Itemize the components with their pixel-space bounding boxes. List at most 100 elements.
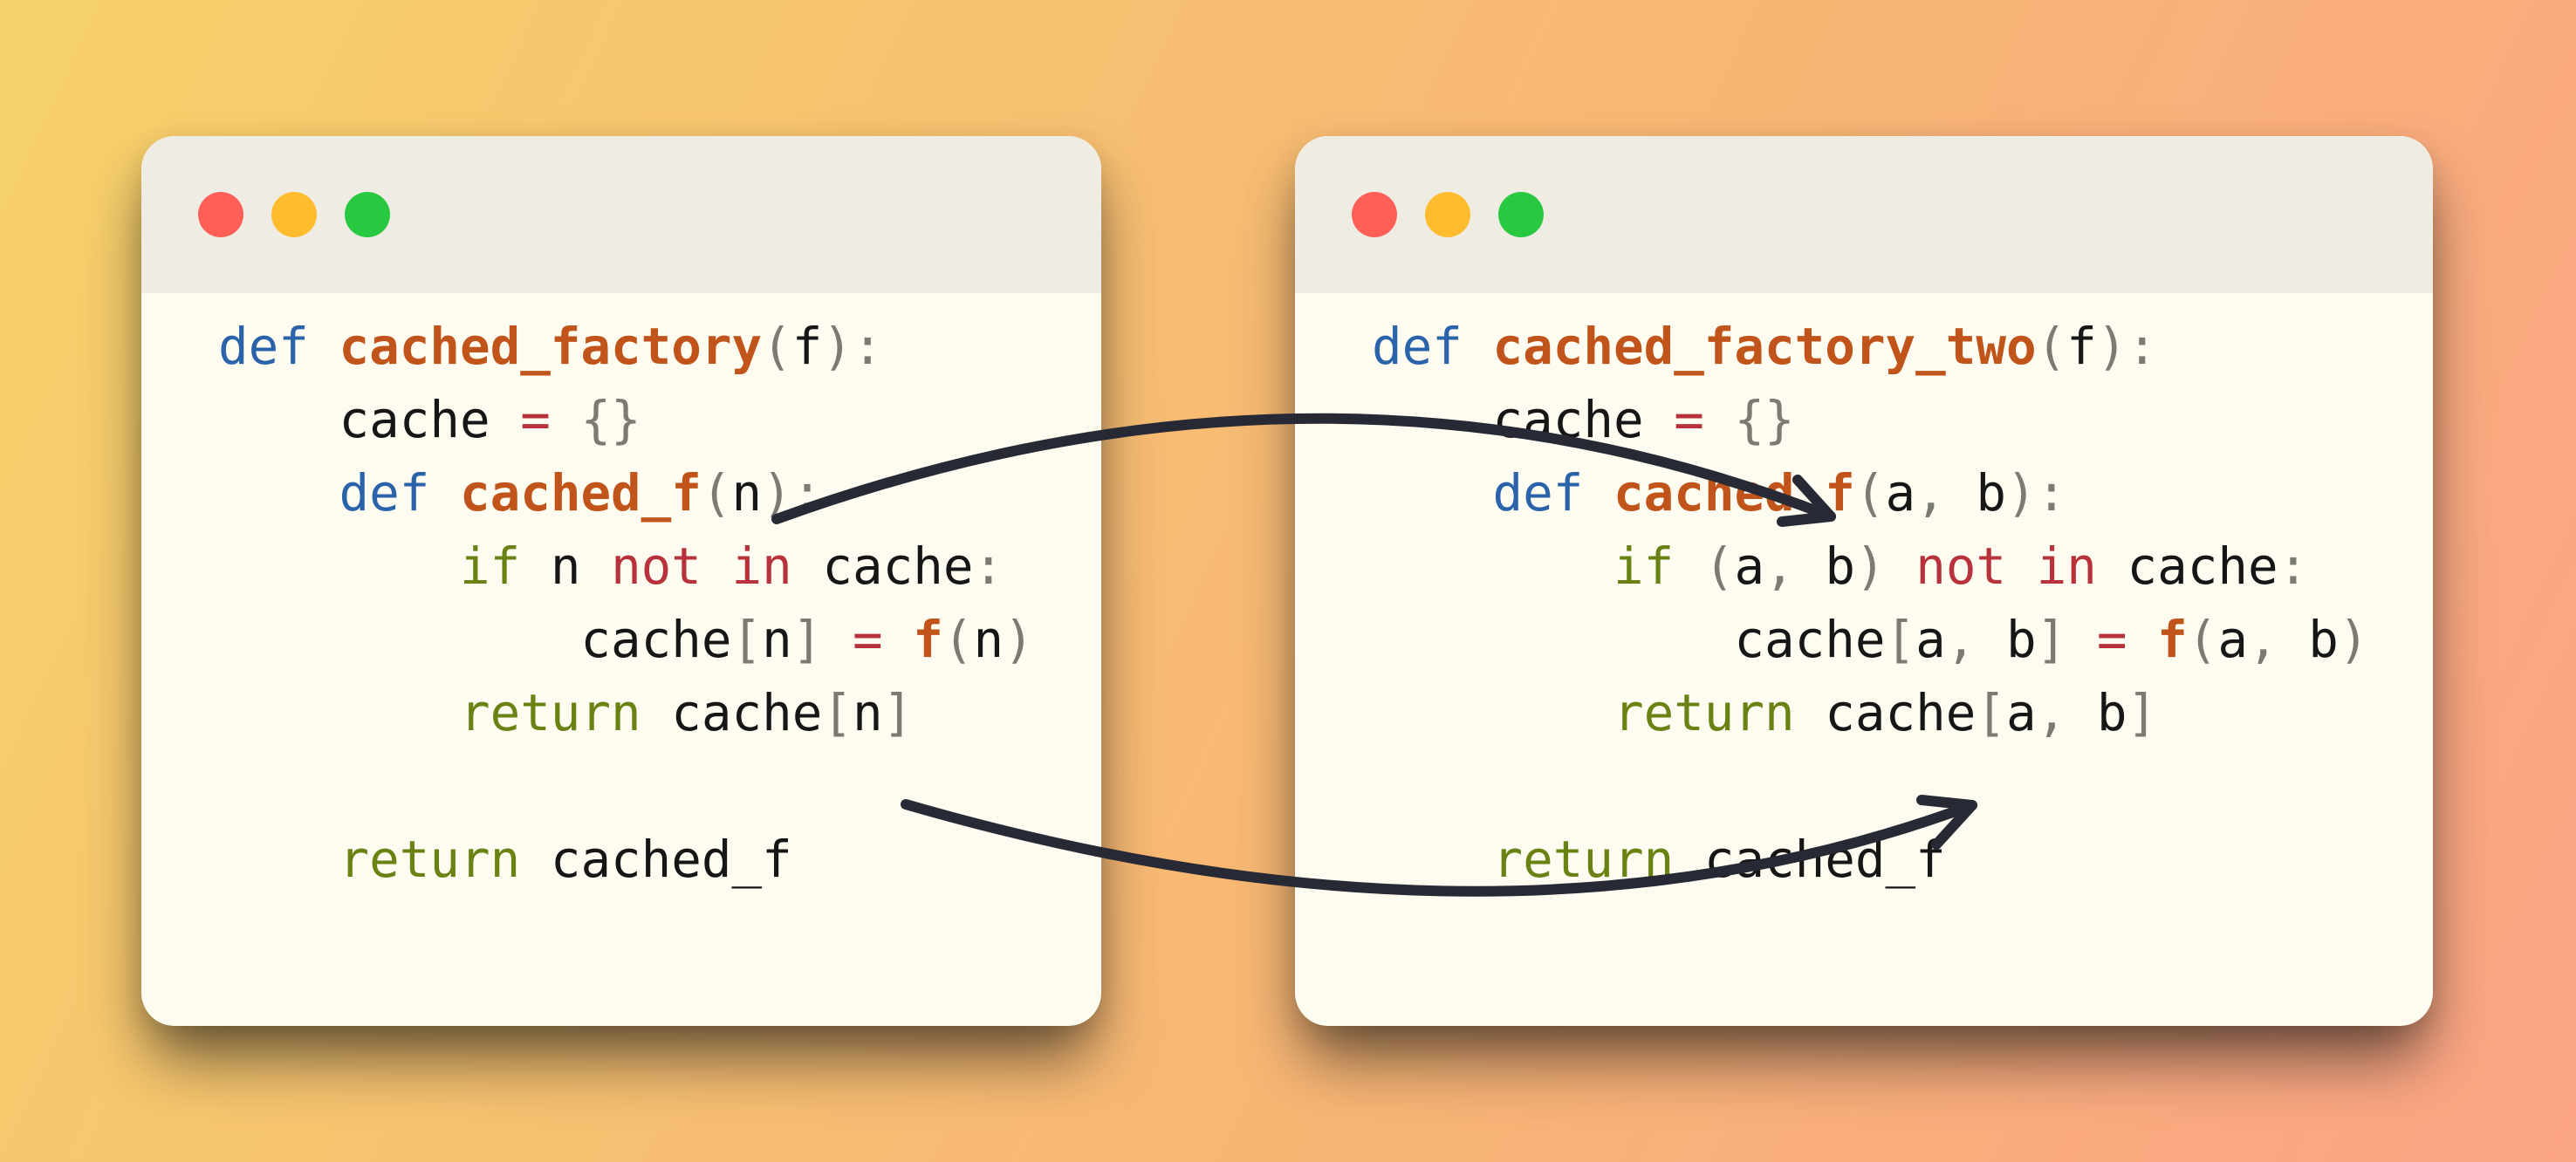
code-token-punc: {} bbox=[1734, 391, 1795, 449]
code-token-text bbox=[218, 757, 249, 816]
code-token-text bbox=[1372, 537, 1613, 596]
code-token-text: cache bbox=[791, 537, 974, 596]
code-token-text: cache bbox=[1372, 391, 1675, 449]
code-line: def cached_factory(f): bbox=[218, 311, 1101, 384]
code-token-kw: return bbox=[1492, 830, 1675, 889]
code-token-text: a bbox=[1885, 464, 1916, 523]
code-token-punc: [ bbox=[1976, 684, 2007, 742]
code-token-kw: return bbox=[459, 684, 641, 742]
code-token-fn: cached_factory_two bbox=[1492, 318, 2037, 376]
code-token-punc: , bbox=[1764, 537, 1795, 596]
code-token-op: = bbox=[2096, 611, 2127, 669]
code-line bbox=[218, 750, 1101, 824]
code-token-text bbox=[1372, 830, 1492, 889]
code-token-punc: ] bbox=[882, 684, 914, 742]
code-token-text: cache bbox=[641, 684, 823, 742]
code-token-text: a bbox=[1915, 611, 1946, 669]
code-token-text: b bbox=[1794, 537, 1855, 596]
code-token-text: n bbox=[973, 611, 1004, 669]
code-token-punc: [ bbox=[731, 611, 763, 669]
code-token-text bbox=[1674, 537, 1704, 596]
code-token-fn: cached_factory bbox=[339, 318, 763, 376]
code-token-kw-def: def bbox=[339, 464, 430, 523]
maximize-button[interactable] bbox=[1498, 192, 1544, 237]
code-token-punc: ( bbox=[2187, 611, 2218, 669]
code-token-text bbox=[218, 684, 460, 742]
code-token-text bbox=[218, 830, 339, 889]
close-button[interactable] bbox=[198, 192, 243, 237]
code-token-kw-def: def bbox=[1372, 318, 1463, 376]
code-token-fn: cached_f bbox=[459, 464, 702, 523]
code-block: def cached_factory_two(f): cache = {} de… bbox=[1372, 311, 2433, 897]
minimize-button[interactable] bbox=[1425, 192, 1470, 237]
code-token-punc: ) bbox=[1854, 537, 1886, 596]
code-token-text bbox=[1583, 464, 1613, 523]
code-line: cache = {} bbox=[218, 384, 1101, 457]
code-token-punc: ( bbox=[2036, 318, 2067, 376]
code-token-fn: cached_f bbox=[1613, 464, 1855, 523]
code-token-punc: ( bbox=[1854, 464, 1886, 523]
code-token-op: in bbox=[2036, 537, 2097, 596]
code-window-left: def cached_factory(f): cache = {} def ca… bbox=[141, 136, 1101, 1026]
code-token-text bbox=[218, 537, 460, 596]
code-token-text: b bbox=[1945, 464, 2007, 523]
code-token-text bbox=[2127, 611, 2158, 669]
code-token-text bbox=[551, 391, 581, 449]
code-token-kw-def: def bbox=[218, 318, 309, 376]
code-token-text bbox=[822, 611, 853, 669]
code-token-text bbox=[218, 464, 339, 523]
code-token-text: a bbox=[2006, 684, 2037, 742]
code-token-text bbox=[2066, 611, 2097, 669]
code-line: return cached_f bbox=[1372, 824, 2433, 897]
maximize-button[interactable] bbox=[345, 192, 390, 237]
code-token-fn: f bbox=[2157, 611, 2188, 669]
code-token-punc: [ bbox=[1885, 611, 1916, 669]
code-line: return cached_f bbox=[218, 824, 1101, 897]
code-line: if n not in cache: bbox=[218, 530, 1101, 604]
window-titlebar bbox=[141, 136, 1101, 293]
code-token-text bbox=[1886, 537, 1916, 596]
code-token-kw-def: def bbox=[1492, 464, 1584, 523]
code-line: return cache[a, b] bbox=[1372, 677, 2433, 750]
code-token-punc: , bbox=[1915, 464, 1946, 523]
code-token-punc: ): bbox=[822, 318, 883, 376]
code-token-text bbox=[1704, 391, 1735, 449]
code-token-kw: return bbox=[1613, 684, 1795, 742]
code-token-punc: , bbox=[1945, 611, 1977, 669]
code-token-punc: ( bbox=[1703, 537, 1735, 596]
code-token-punc: : bbox=[2278, 537, 2309, 596]
code-token-punc: {} bbox=[580, 391, 641, 449]
code-token-text: b bbox=[2278, 611, 2339, 669]
code-line bbox=[1372, 750, 2433, 824]
code-token-punc: ): bbox=[2096, 318, 2158, 376]
code-line: cache = {} bbox=[1372, 384, 2433, 457]
code-token-text bbox=[309, 318, 339, 376]
code-token-op: = bbox=[853, 611, 883, 669]
code-token-kw: if bbox=[1613, 537, 1675, 596]
code-token-op: not bbox=[611, 537, 702, 596]
code-token-text: cache bbox=[2096, 537, 2278, 596]
code-token-punc: ( bbox=[942, 611, 974, 669]
code-token-fn: f bbox=[913, 611, 943, 669]
code-token-text bbox=[2006, 537, 2037, 596]
code-token-text: a bbox=[2217, 611, 2249, 669]
code-token-op: not bbox=[1915, 537, 2007, 596]
code-token-punc: , bbox=[2248, 611, 2278, 669]
code-block: def cached_factory(f): cache = {} def ca… bbox=[218, 311, 1101, 897]
code-token-punc: ): bbox=[762, 464, 823, 523]
code-token-text: n bbox=[853, 684, 883, 742]
window-titlebar bbox=[1295, 136, 2433, 293]
code-token-text: cache bbox=[1794, 684, 1977, 742]
close-button[interactable] bbox=[1352, 192, 1397, 237]
minimize-button[interactable] bbox=[271, 192, 317, 237]
code-token-text bbox=[1372, 684, 1613, 742]
code-token-punc: ] bbox=[2127, 684, 2158, 742]
code-token-text: cache bbox=[1372, 611, 1886, 669]
code-window-right: def cached_factory_two(f): cache = {} de… bbox=[1295, 136, 2433, 1026]
code-token-text: b bbox=[2066, 684, 2127, 742]
code-token-punc: ] bbox=[2036, 611, 2067, 669]
code-token-text: b bbox=[1976, 611, 2037, 669]
code-token-text bbox=[1372, 757, 1402, 816]
code-token-text bbox=[883, 611, 914, 669]
code-line: def cached_f(n): bbox=[218, 457, 1101, 530]
